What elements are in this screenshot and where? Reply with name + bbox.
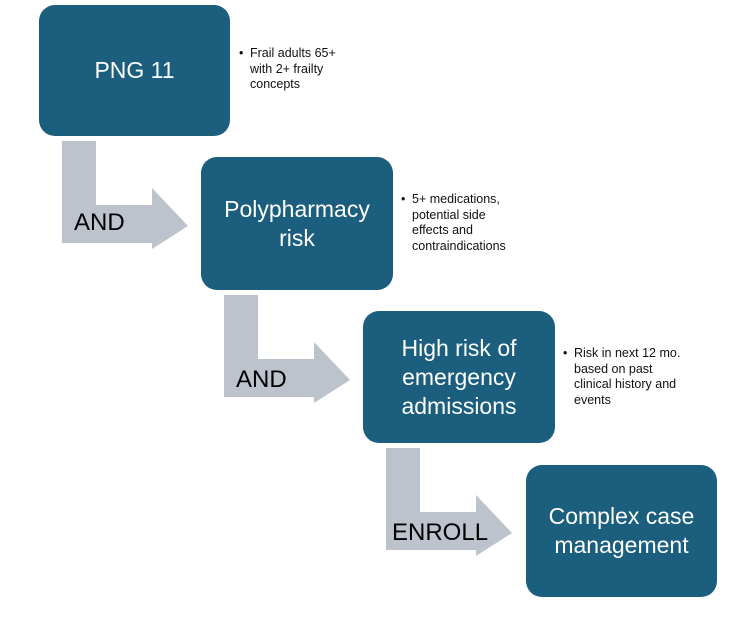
step-box-high-risk-emergency-admissions: High risk of emergency admissions <box>363 311 555 443</box>
step-box-png-11: PNG 11 <box>39 5 230 136</box>
step-label: Polypharmacy risk <box>224 195 370 251</box>
step-box-complex-case-management: Complex case management <box>526 465 717 597</box>
connector-label-1: AND <box>74 209 125 236</box>
step-note-3: Risk in next 12 mo. based on past clinic… <box>563 346 703 408</box>
step-note-1: Frail adults 65+ with 2+ frailty concept… <box>239 46 369 93</box>
step-box-polypharmacy-risk: Polypharmacy risk <box>201 157 393 290</box>
step-note-2: 5+ medications, potential side effects a… <box>401 192 536 254</box>
note-bullet: Frail adults 65+ with 2+ frailty concept… <box>239 46 369 93</box>
note-bullet: 5+ medications, potential side effects a… <box>401 192 536 254</box>
connector-arrow-1 <box>62 141 188 249</box>
note-bullet: Risk in next 12 mo. based on past clinic… <box>563 346 703 408</box>
step-label: High risk of emergency admissions <box>401 334 517 419</box>
step-label: PNG 11 <box>94 57 175 83</box>
connector-arrow-3 <box>386 448 512 556</box>
connector-label-3: ENROLL <box>392 519 489 546</box>
connector-arrow-2 <box>224 295 350 403</box>
connector-label-2: AND <box>236 366 287 393</box>
step-label: Complex case management <box>548 503 695 558</box>
